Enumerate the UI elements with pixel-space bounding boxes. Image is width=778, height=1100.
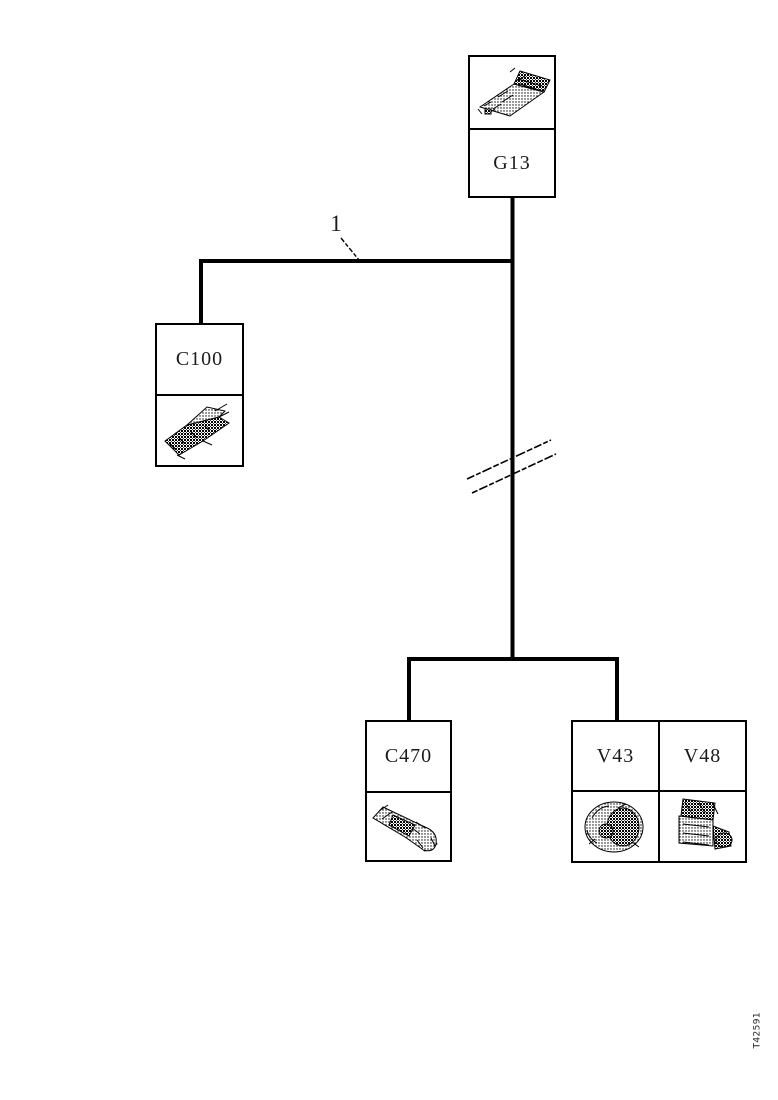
v48-label: V48 xyxy=(660,722,745,792)
harness-connector-sketch-icon xyxy=(164,403,230,460)
g13-image-cell xyxy=(470,57,554,130)
wire-callout-number: 1 xyxy=(330,211,342,236)
inline-connector-sketch-icon xyxy=(372,804,438,852)
c470-image-cell xyxy=(367,793,450,860)
component-box-v43-v48: V43 V48 xyxy=(571,720,747,863)
callout-leader-line xyxy=(340,237,360,261)
main-harness-wires xyxy=(199,197,619,721)
generator-unit-sketch-icon xyxy=(477,67,551,117)
cable-break-icon xyxy=(466,439,557,494)
v48-image-cell xyxy=(660,792,745,861)
v43-image-cell xyxy=(573,792,660,861)
c100-image-cell xyxy=(157,396,242,465)
figure-id: T42591 xyxy=(752,1011,763,1049)
c470-label: C470 xyxy=(367,722,450,793)
v43-label: V43 xyxy=(573,722,660,792)
g13-label: G13 xyxy=(493,151,531,174)
component-box-c100: C100 xyxy=(155,323,244,467)
c100-label: C100 xyxy=(157,325,242,396)
solenoid-valve-sketch-icon xyxy=(678,798,733,850)
circular-pump-motor-sketch-icon xyxy=(584,801,644,853)
component-box-g13: G13 xyxy=(468,55,556,198)
component-box-c470: C470 xyxy=(365,720,452,862)
